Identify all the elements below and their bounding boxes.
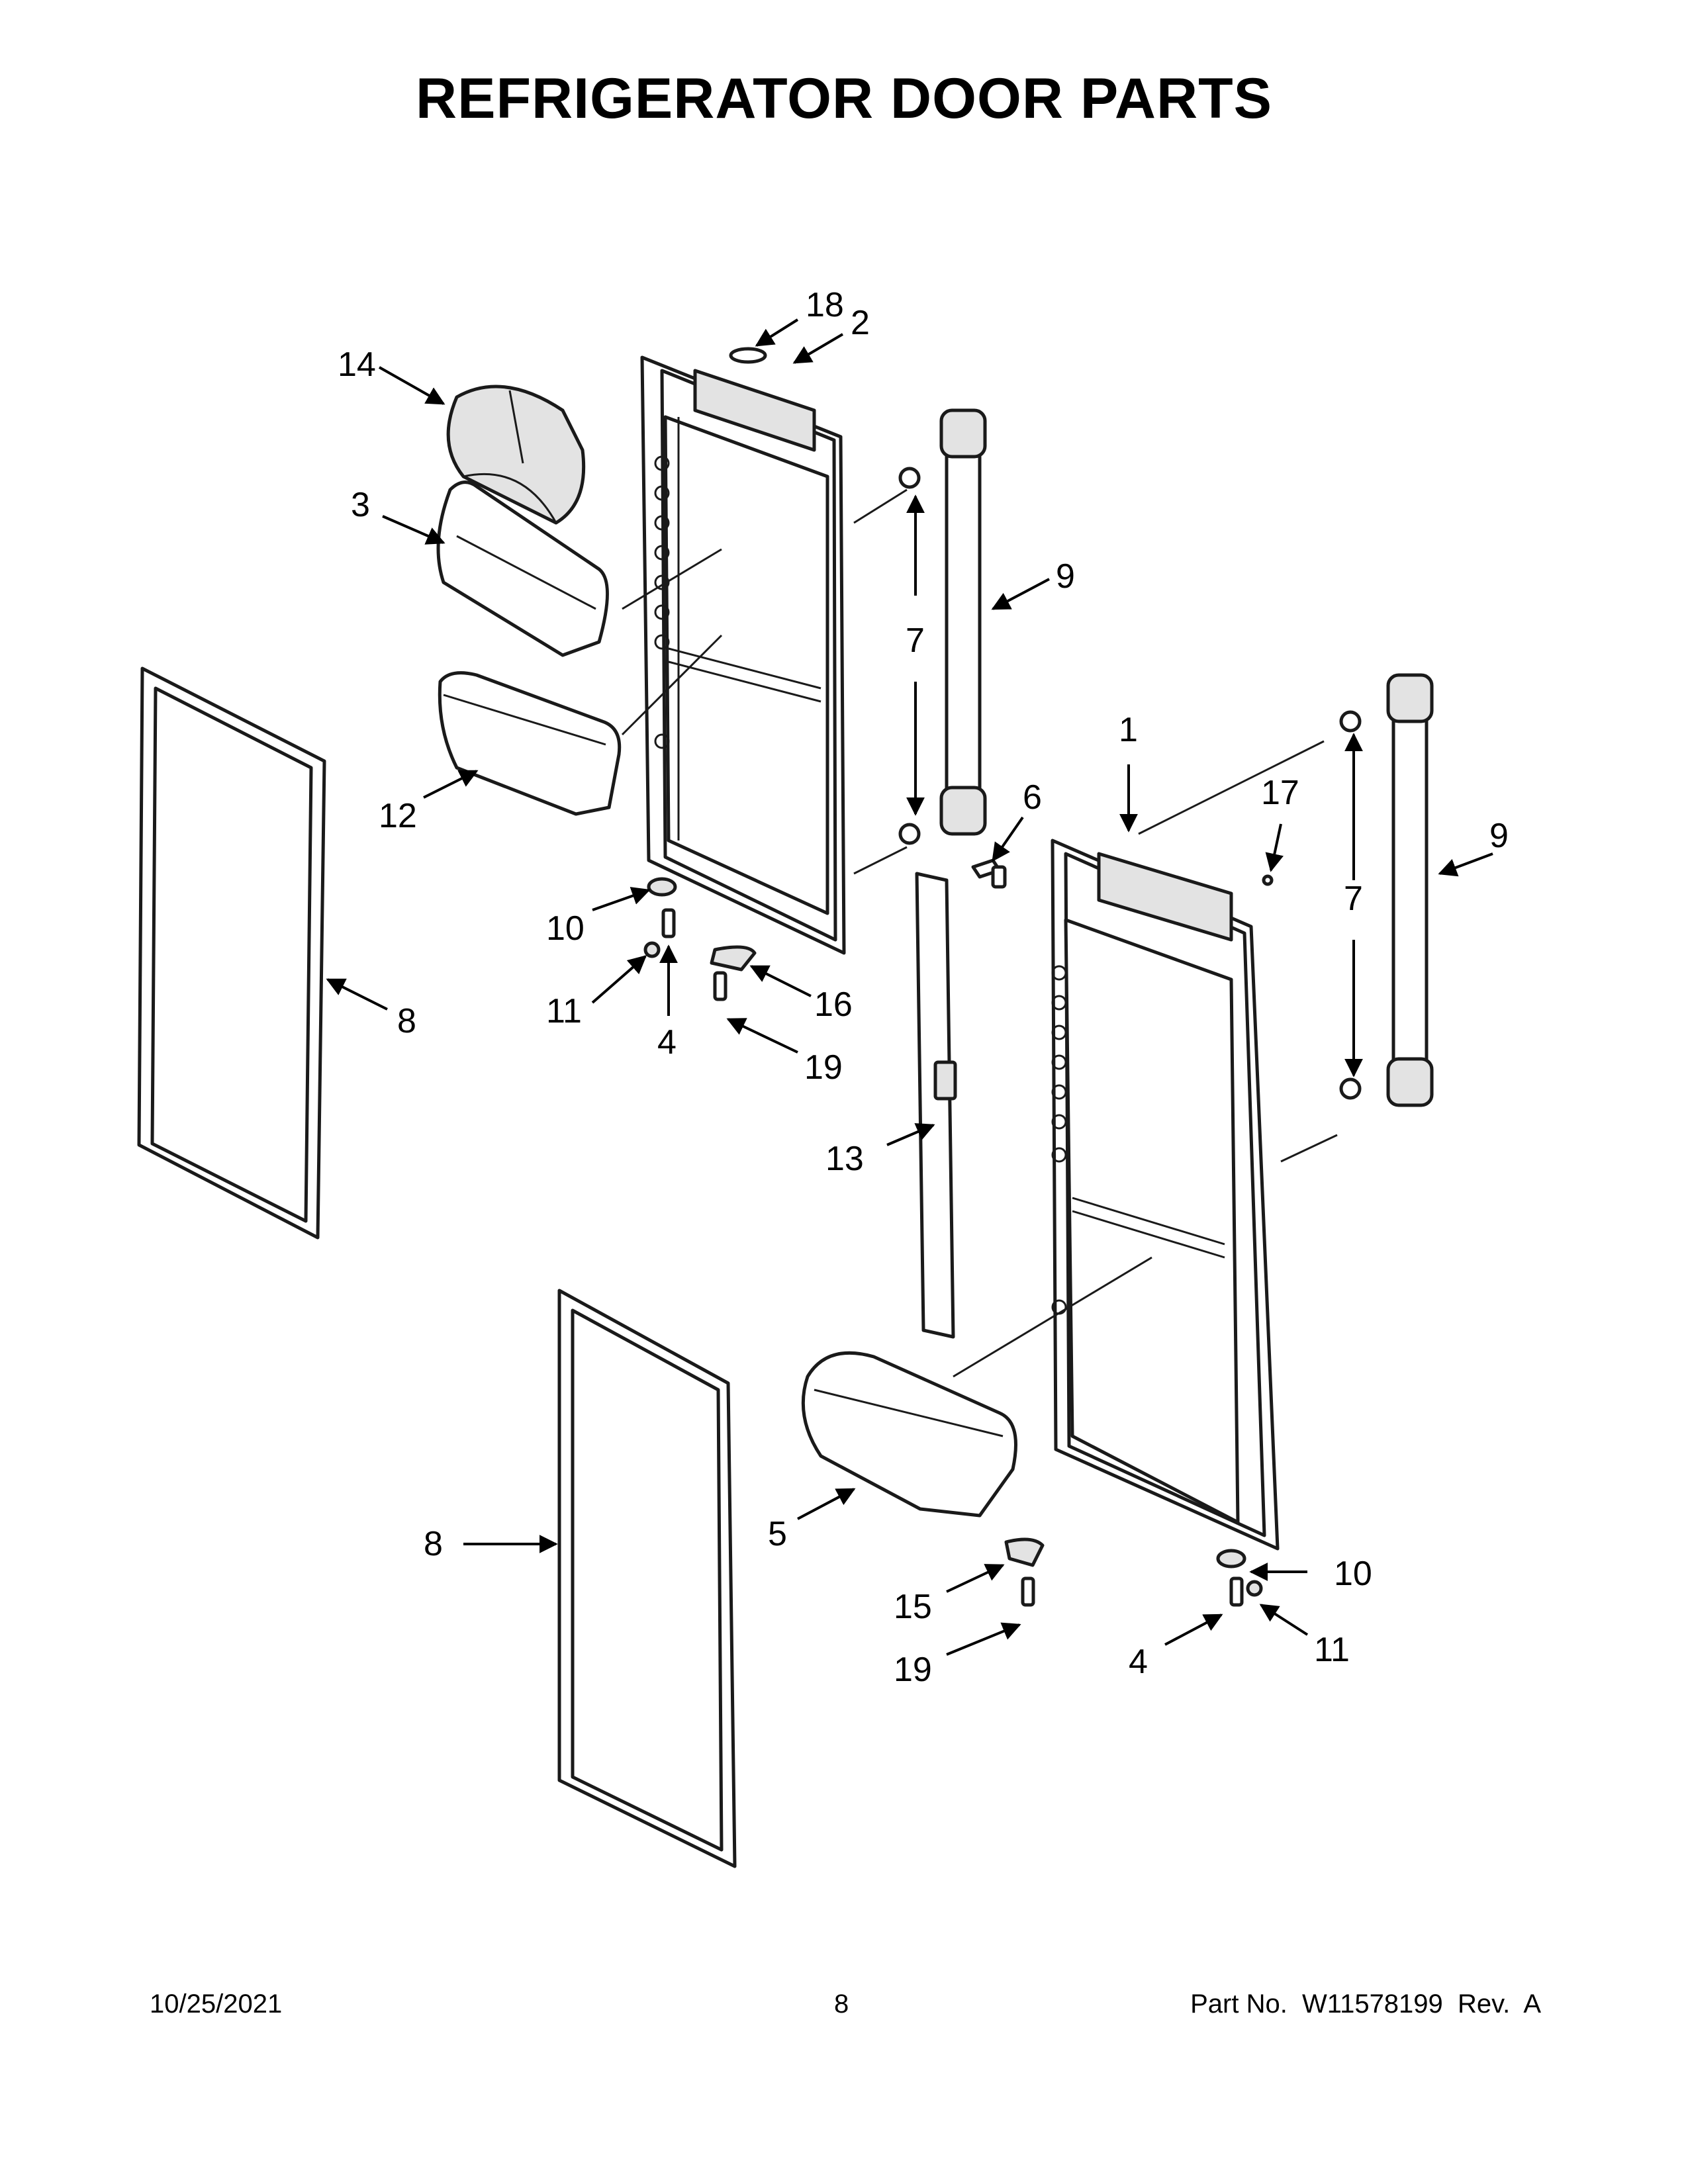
callout-17: 17 [1261, 774, 1299, 812]
callout-5: 5 [768, 1515, 787, 1553]
callout-4-right: 4 [1129, 1643, 1148, 1681]
callout-11-right: 11 [1314, 1631, 1350, 1669]
handle-lower-part-9 [1339, 673, 1434, 1107]
door-bin-part-5 [801, 1351, 1017, 1518]
callout-13: 13 [825, 1140, 864, 1178]
handle-upper-part-9 [898, 408, 987, 845]
hinge-parts-left [643, 877, 757, 1001]
callout-1: 1 [1119, 711, 1138, 749]
right-door-liner-part-1 [953, 740, 1338, 1551]
hinge-parts-right [991, 865, 1274, 1607]
callout-16: 16 [814, 985, 853, 1024]
callout-4-left: 4 [657, 1023, 677, 1062]
callout-14: 14 [338, 345, 376, 384]
callout-19-lower: 19 [894, 1651, 932, 1689]
door-gasket-upper-part-8 [137, 666, 326, 1240]
callout-7-upper: 7 [906, 621, 925, 660]
callout-6: 6 [1023, 778, 1042, 817]
footer-page-number: 8 [834, 1989, 849, 2019]
footer-part-number: Part No. W11578199 Rev. A [1190, 1989, 1541, 2019]
callout-8-upper: 8 [397, 1002, 416, 1040]
callout-18: 18 [806, 286, 844, 324]
door-bin-cover-part-14 [446, 385, 586, 525]
callout-11-left: 11 [546, 992, 582, 1030]
callout-9-upper: 9 [1056, 557, 1075, 596]
callout-3: 3 [351, 486, 370, 524]
callout-8-lower: 8 [424, 1525, 443, 1563]
door-cap-part-18 [729, 347, 767, 364]
callout-2: 2 [851, 304, 870, 342]
leader-arrows [326, 318, 1493, 1656]
callout-7-lower: 7 [1344, 880, 1363, 918]
left-door-liner [621, 355, 908, 955]
callout-19-upper: 19 [804, 1048, 843, 1087]
center-mullion-part-13 [915, 858, 1002, 1339]
footer-date: 10/25/2021 [150, 1989, 283, 2019]
door-bin-part-3 [436, 480, 609, 657]
page-title: REFRIGERATOR DOOR PARTS [416, 67, 1272, 130]
callout-10-right: 10 [1334, 1555, 1372, 1593]
callout-10-left: 10 [546, 909, 585, 948]
callout-12: 12 [379, 797, 417, 835]
callout-15: 15 [894, 1588, 932, 1626]
callout-9-lower: 9 [1489, 817, 1509, 855]
door-gasket-lower-part-8 [557, 1289, 737, 1868]
door-bin-part-12 [438, 671, 622, 816]
